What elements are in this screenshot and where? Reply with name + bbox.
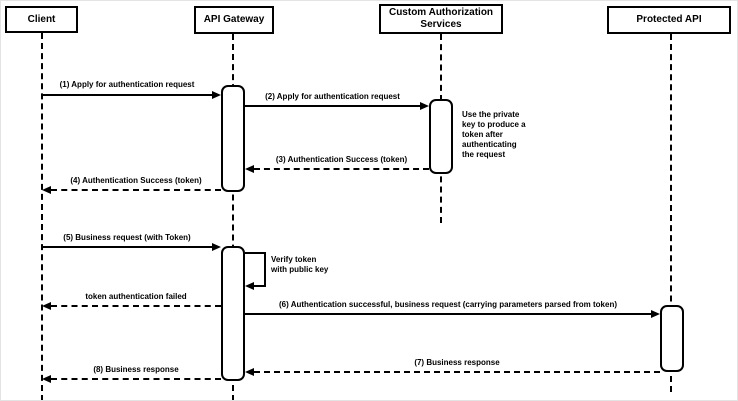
lifeline-api-gateway [232, 34, 234, 400]
self-message-right-line [264, 252, 266, 286]
message-line [245, 105, 420, 107]
actor-client: Client [5, 6, 78, 33]
arrowhead-left-icon [42, 186, 51, 194]
arrowhead-right-icon [651, 310, 660, 318]
message-label: (8) Business response [93, 365, 179, 374]
message-line [254, 168, 429, 170]
activation-api-gateway-2 [221, 246, 245, 381]
message-label: token authentication failed [85, 292, 187, 301]
self-message-bottom-line [254, 285, 266, 287]
message-label: Verify token with public key [271, 255, 329, 274]
arrowhead-right-icon [212, 91, 221, 99]
activation-api-gateway-1 [221, 85, 245, 192]
note-private-key: Use the private key to produce a token a… [462, 110, 526, 159]
message-line [254, 371, 660, 373]
activation-protected-api [660, 305, 684, 372]
message-label: (7) Business response [414, 358, 500, 367]
message-label: (1) Apply for authentication request [59, 80, 195, 89]
arrowhead-left-icon [245, 368, 254, 376]
actor-api-gateway: API Gateway [194, 6, 274, 34]
message-line [42, 246, 212, 248]
message-label: (2) Apply for authentication request [265, 92, 400, 101]
lifeline-client [41, 33, 43, 400]
message-line [51, 305, 221, 307]
actor-protected-api: Protected API [607, 6, 731, 34]
actor-custom-authorization-services: Custom Authorization Services [379, 4, 503, 34]
activation-custom-authorization-services [429, 99, 453, 174]
message-label: (5) Business request (with Token) [63, 233, 191, 242]
arrowhead-left-icon [245, 282, 254, 290]
arrowhead-left-icon [42, 302, 51, 310]
message-line [51, 378, 221, 380]
self-message-top-line [245, 252, 266, 254]
arrowhead-left-icon [245, 165, 254, 173]
message-label: (6) Authentication successful, business … [278, 300, 618, 309]
message-label: (4) Authentication Success (token) [70, 176, 202, 185]
arrowhead-left-icon [42, 375, 51, 383]
lifeline-protected-api [670, 34, 672, 392]
arrowhead-right-icon [212, 243, 221, 251]
message-label: (3) Authentication Success (token) [275, 155, 408, 164]
message-line [42, 94, 212, 96]
arrowhead-right-icon [420, 102, 429, 110]
message-line [51, 189, 221, 191]
message-line [245, 313, 651, 315]
